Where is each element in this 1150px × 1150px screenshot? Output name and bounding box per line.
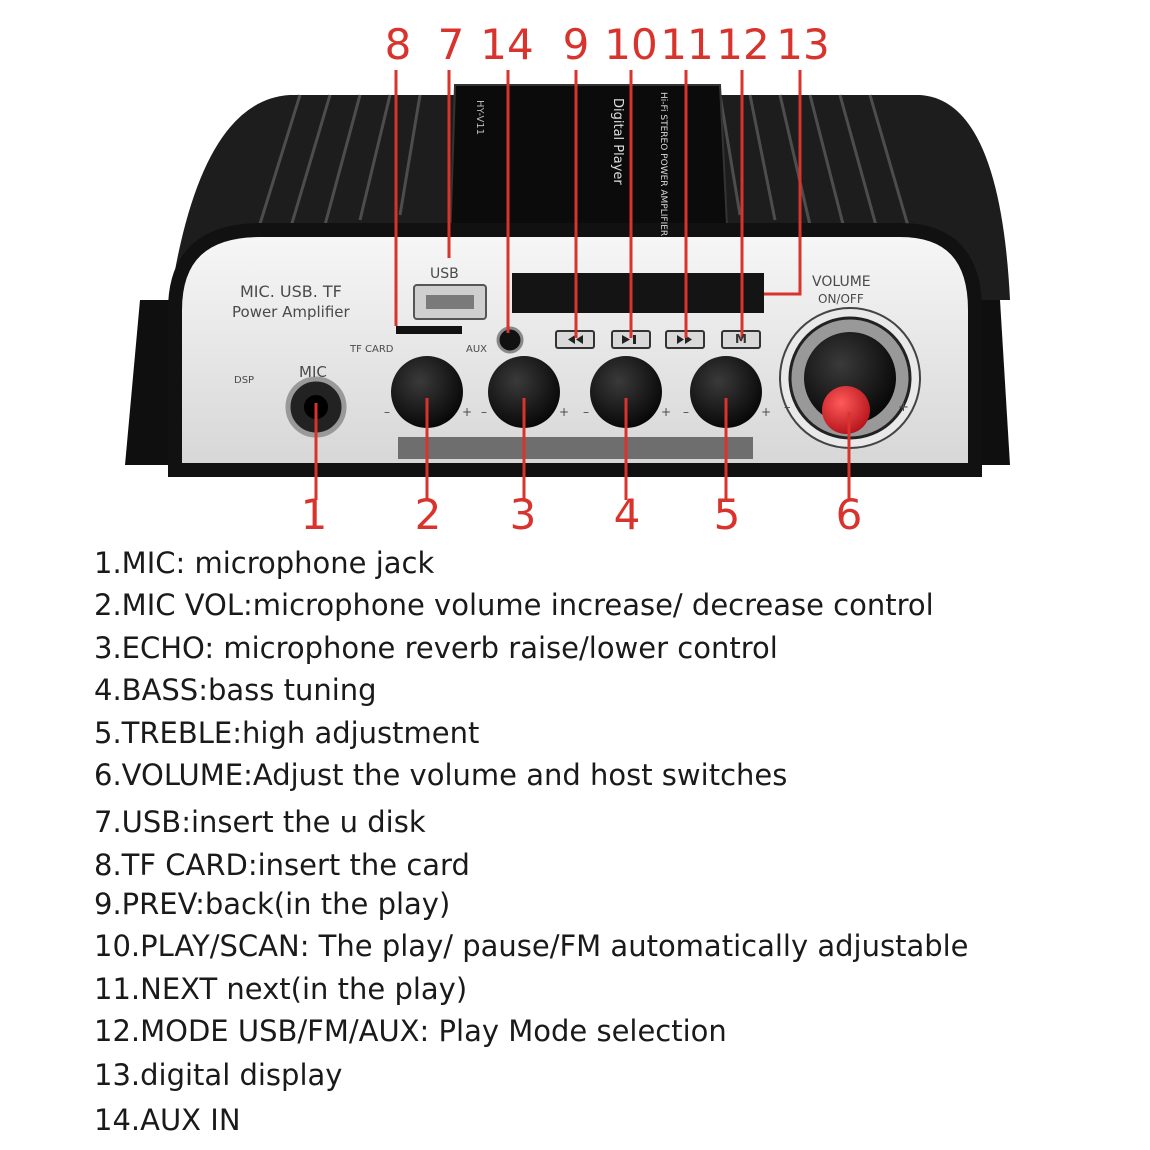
leader-lines (314, 70, 851, 500)
minus-mark: – (481, 405, 487, 419)
legend-item: 11.NEXT next(in the play) (94, 972, 468, 1006)
minus-mark: – (683, 405, 689, 419)
legend-item: 4.BASS:bass tuning (94, 673, 377, 707)
legend-item: 6.VOLUME:Adjust the volume and host swit… (94, 758, 788, 792)
minus-mark: – (784, 400, 791, 415)
callout-11: 11 (660, 20, 714, 69)
mic-vol-knob[interactable] (391, 356, 463, 428)
top-plate-digital-player: Digital Player (610, 98, 625, 185)
callout-5: 5 (713, 490, 741, 539)
legend-item: 7.USB:insert the u disk (94, 805, 426, 839)
amplifier-illustration (125, 70, 1010, 500)
callout-10: 10 (604, 20, 658, 69)
brand-label-line2: Power Amplifier (232, 303, 350, 321)
legend-item: 10.PLAY/SCAN: The play/ pause/FM automat… (94, 929, 969, 963)
plus-mark: + (559, 405, 570, 419)
usb-label: USB (430, 266, 459, 282)
plus-mark: + (462, 405, 473, 419)
callout-4: 4 (613, 490, 641, 539)
on-off-label: ON/OFF (818, 292, 864, 306)
bass-knob[interactable] (590, 356, 662, 428)
plus-mark: + (761, 405, 772, 419)
plus-mark: + (661, 405, 672, 419)
callout-13: 13 (776, 20, 830, 69)
volume-knob-cap (822, 386, 870, 434)
aux-label: AUX (466, 344, 488, 355)
treble-knob[interactable] (690, 356, 762, 428)
echo-knob[interactable] (488, 356, 560, 428)
tf-card-slot[interactable] (396, 326, 462, 334)
legend-item: 8.TF CARD:insert the card (94, 848, 470, 882)
callout-8: 8 (384, 20, 412, 69)
brand-label-line1: MIC. USB. TF (240, 282, 342, 301)
callout-6: 6 (835, 490, 863, 539)
mic-label: MIC (299, 363, 327, 381)
callout-2: 2 (414, 490, 442, 539)
volume-label: VOLUME (812, 274, 871, 290)
digital-display (512, 273, 764, 313)
legend-item: 3.ECHO: microphone reverb raise/lower co… (94, 631, 778, 665)
callout-7: 7 (437, 20, 465, 69)
minus-mark: – (583, 405, 589, 419)
callout-1: 1 (300, 490, 328, 539)
callout-3: 3 (509, 490, 537, 539)
plus-mark: + (898, 400, 909, 415)
mode-key-label: M (735, 332, 747, 346)
minus-mark: – (384, 405, 390, 419)
legend-item: 13.digital display (94, 1058, 343, 1092)
callout-14: 14 (480, 20, 534, 69)
front-panel (168, 223, 982, 477)
dsp-label: DSP (234, 375, 255, 386)
tf-card-label: TF CARD (350, 344, 394, 355)
legend-item: 1.MIC: microphone jack (94, 546, 435, 580)
callout-12: 12 (716, 20, 770, 69)
aux-jack[interactable] (496, 326, 524, 354)
amplifier-diagram: MIC. USB. TF Power Amplifier DSP MIC USB… (0, 0, 1150, 540)
legend-item: 5.TREBLE:high adjustment (94, 716, 480, 750)
legend-item: 12.MODE USB/FM/AUX: Play Mode selection (94, 1014, 727, 1048)
legend-item: 9.PREV:back(in the play) (94, 887, 451, 921)
speaker-grille (398, 437, 753, 459)
top-plate-model: HY-V11 (474, 100, 485, 136)
legend-item: 14.AUX IN (94, 1103, 241, 1137)
heat-sink-fins (253, 94, 917, 251)
callout-9: 9 (562, 20, 590, 69)
legend-item: 2.MIC VOL:microphone volume increase/ de… (94, 588, 934, 622)
top-plate-stereo-amplifier: Hi-Fi STEREO POWER AMPLIFIER (658, 92, 668, 237)
